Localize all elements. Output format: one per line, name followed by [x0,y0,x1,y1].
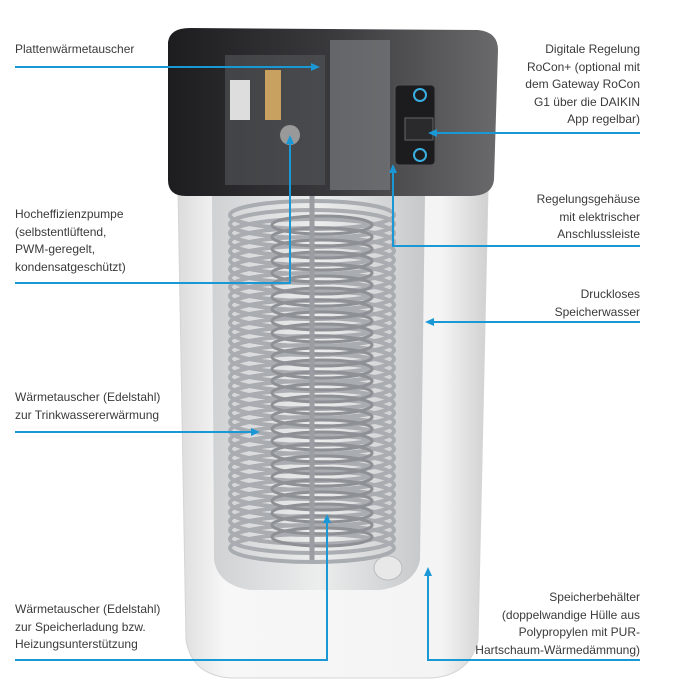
label-line: Anschlussleiste [557,227,640,241]
label-line: kondensatgeschützt) [15,259,126,274]
label-line: (doppelwandige Hülle aus [501,607,640,622]
label-plate-heat-exchanger: Plattenwärmetauscher [15,41,134,59]
label-storage-tank: Speicherbehälter (doppelwandige Hülle au… [475,589,640,659]
label-line: App regelbar) [567,112,640,126]
label-line: Speicherwasser [554,304,640,319]
label-pump: Hocheffizienzpumpe (selbstentlüftend, PW… [15,206,126,276]
label-line: G1 über die DAIKIN [533,94,640,109]
label-line: Polypropylen mit PUR- [518,625,640,639]
label-line: zur Trinkwassererwärmung [15,407,160,422]
label-line: PWM-geregelt, [15,242,96,256]
label-line: Regelungsgehäuse [536,192,640,206]
label-line: Wärmetauscher (Edelstahl) [15,602,161,616]
label-line: Hartschaum-Wärmedämmung) [475,642,640,657]
label-dhw-exchanger: Wärmetauscher (Edelstahl) zur Trinkwasse… [15,389,160,424]
label-line: Speicherbehälter [549,590,640,604]
label-control-housing: Regelungsgehäuse mit elektrischer Anschl… [537,191,640,244]
label-line: Druckloses [580,287,640,301]
heat-exchanger-coil: (function(){var g=document.currentScript… [228,170,396,564]
label-line: RoCon+ (optional mit [526,59,640,74]
label-storage-water: Druckloses Speicherwasser [555,286,640,321]
label-line: (selbstentlüftend, [15,224,107,239]
label-line: mit elektrischer [559,209,640,224]
label-line: Wärmetauscher (Edelstahl) [15,390,161,404]
label-line: Digitale Regelung [545,42,640,56]
label-line: dem Gateway RoCon [525,77,640,91]
label-line: zur Speicherladung bzw. [15,619,146,634]
label-line: Heizungsunterstützung [15,637,138,651]
control-head-unit [168,28,498,196]
label-line: Plattenwärmetauscher [15,42,135,56]
label-controller: Digitale Regelung RoCon+ (optional mit d… [525,41,640,129]
label-charge-exchanger: Wärmetauscher (Edelstahl) zur Speicherla… [15,601,160,654]
label-line: Hocheffizienzpumpe [15,207,124,221]
